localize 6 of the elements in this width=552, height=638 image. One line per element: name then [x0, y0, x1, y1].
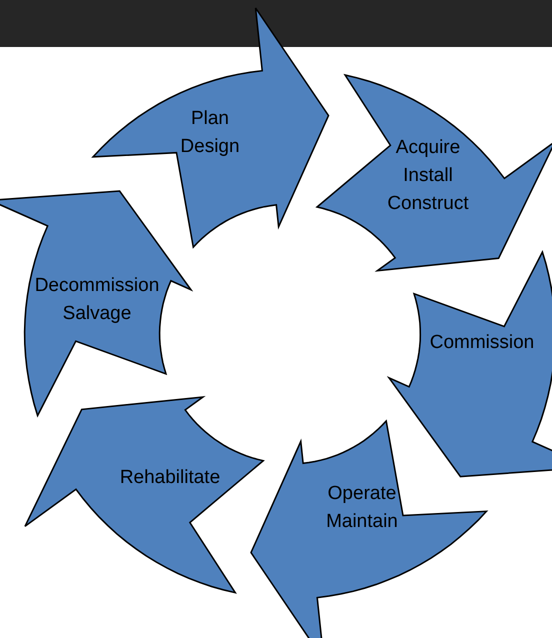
- segment-label: Decommission Salvage: [34, 274, 160, 326]
- segment-label: Acquire Install Construct: [386, 136, 470, 216]
- segment-label: Rehabilitate: [118, 466, 222, 490]
- segment-label: Commission: [428, 330, 536, 355]
- segment-label: Plan Design: [179, 106, 241, 159]
- segment-label: Operate Maintain: [325, 482, 399, 534]
